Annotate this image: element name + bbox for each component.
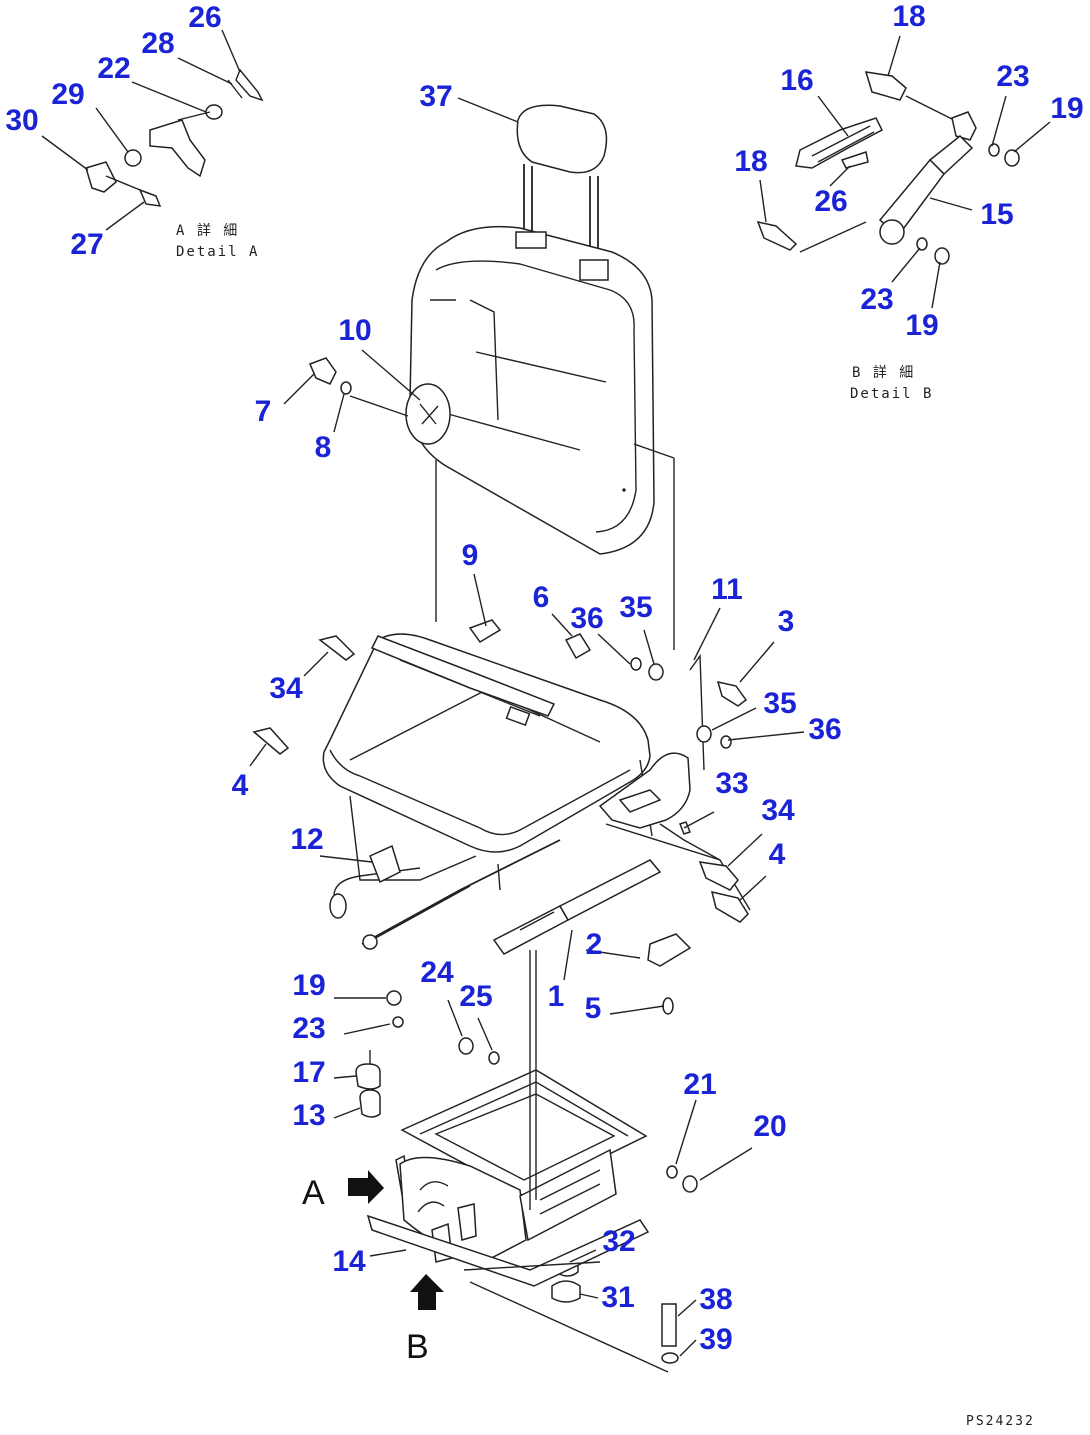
callout-23-detail-b-top: 23 xyxy=(996,60,1030,93)
callout-22: 22 xyxy=(97,52,131,85)
callout-10: 10 xyxy=(338,314,372,347)
callout-14: 14 xyxy=(332,1245,366,1278)
callout-28: 28 xyxy=(141,27,175,60)
callout-35-top: 35 xyxy=(619,591,653,624)
callout-26-detail-b: 26 xyxy=(814,185,848,218)
view-arrows xyxy=(348,1170,444,1310)
detail-a-leaders xyxy=(41,29,241,231)
callout-36-right: 36 xyxy=(808,713,842,746)
detail-b-subheading: Detail B xyxy=(850,386,934,402)
detail-a-subheading: Detail A xyxy=(176,244,260,260)
drawing-code: PS24232 xyxy=(966,1414,1035,1429)
callout-30: 30 xyxy=(5,104,39,137)
callout-9: 9 xyxy=(461,539,479,572)
callout-33: 33 xyxy=(715,767,749,800)
callout-25: 25 xyxy=(459,980,493,1013)
callout-23-detail-b-bottom: 23 xyxy=(860,283,894,316)
callout-21: 21 xyxy=(683,1068,717,1101)
seat-cushion xyxy=(322,633,653,891)
main-leaders xyxy=(249,97,805,1357)
seat-frame-rails xyxy=(370,619,751,911)
callout-34-left: 34 xyxy=(269,672,303,705)
callout-20: 20 xyxy=(753,1110,787,1143)
callout-16: 16 xyxy=(780,64,814,97)
callout-29: 29 xyxy=(51,78,85,111)
detail-b-leaders xyxy=(759,35,1051,309)
detail-b-assembly xyxy=(756,71,1020,265)
callout-24: 24 xyxy=(420,956,454,989)
detail-a-assembly xyxy=(85,68,264,207)
callout-39: 39 xyxy=(699,1323,733,1356)
callout-6: 6 xyxy=(532,581,550,614)
callout-1: 1 xyxy=(547,980,565,1013)
callout-27: 27 xyxy=(70,228,104,261)
detail-b-heading: B 詳 細 xyxy=(852,365,916,381)
callout-13: 13 xyxy=(292,1099,326,1132)
callout-3: 3 xyxy=(777,605,795,638)
callout-4-left: 4 xyxy=(231,769,249,802)
callout-38: 38 xyxy=(699,1283,733,1316)
headrest xyxy=(516,104,608,254)
detail-a-heading: A 詳 細 xyxy=(176,223,240,239)
callout-18-left: 18 xyxy=(734,145,768,178)
callout-19-detail-b-bottom: 19 xyxy=(905,309,939,342)
suspension-base xyxy=(366,950,669,1373)
slide-rails-and-lever xyxy=(329,839,692,1015)
callout-36-top: 36 xyxy=(570,602,604,635)
callout-2: 2 xyxy=(585,928,603,961)
view-b-arrow xyxy=(410,1274,444,1310)
callout-11: 11 xyxy=(711,573,743,606)
callout-7: 7 xyxy=(254,395,272,428)
callout-34-right: 34 xyxy=(761,794,795,827)
view-a-label: A xyxy=(302,1174,325,1212)
callout-19-base: 19 xyxy=(292,969,326,1002)
callout-26-detail-a: 26 xyxy=(188,1,222,34)
seat-back xyxy=(405,225,675,650)
callout-19-detail-b-top: 19 xyxy=(1050,92,1084,125)
seat-hardware xyxy=(252,357,749,1364)
callout-8: 8 xyxy=(314,431,332,464)
callout-17: 17 xyxy=(292,1056,326,1089)
callout-12: 12 xyxy=(290,823,324,856)
callout-15: 15 xyxy=(980,198,1014,231)
callout-4-right: 4 xyxy=(768,838,786,871)
callout-35-right: 35 xyxy=(763,687,797,720)
callout-18-top: 18 xyxy=(892,0,926,33)
callout-5: 5 xyxy=(584,992,602,1025)
callout-31: 31 xyxy=(601,1281,635,1314)
callout-23-base: 23 xyxy=(292,1012,326,1045)
view-a-arrow xyxy=(348,1170,384,1204)
view-b-label: B xyxy=(406,1328,429,1366)
callout-37: 37 xyxy=(419,80,453,113)
callout-32: 32 xyxy=(602,1225,636,1258)
